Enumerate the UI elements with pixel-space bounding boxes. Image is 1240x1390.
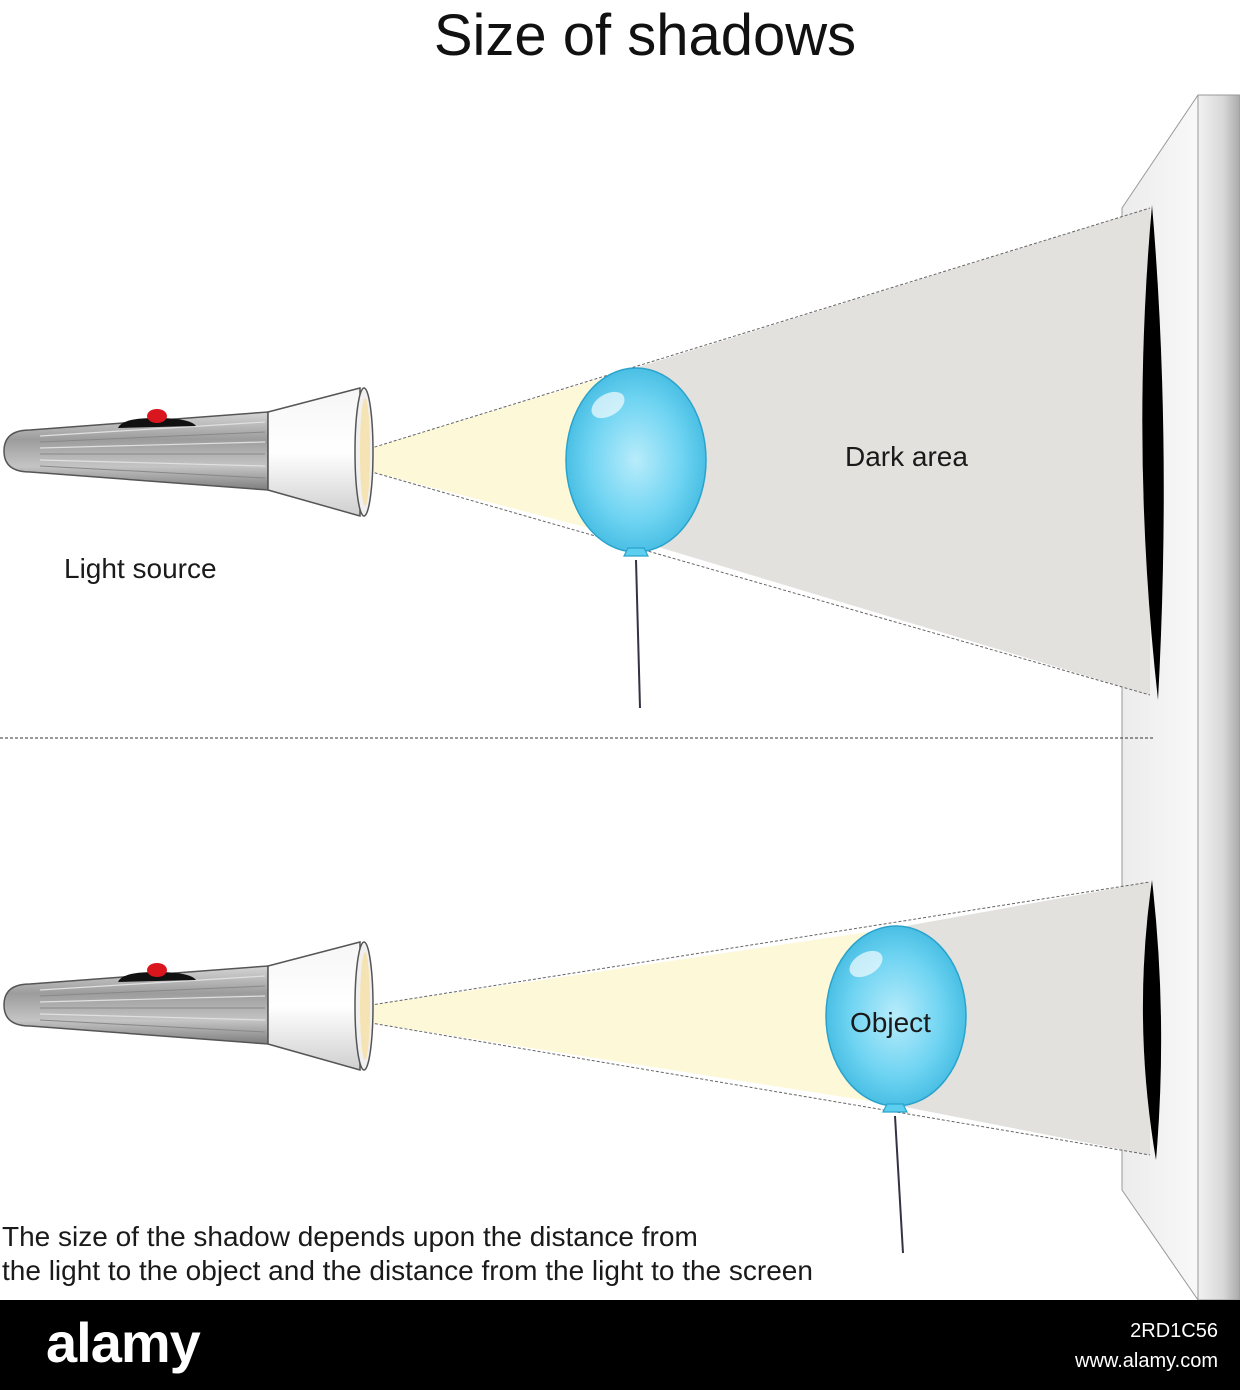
flashlight-icon-bottom: [3, 941, 374, 1071]
page-title: Size of shadows: [433, 3, 857, 68]
shadow-bottom: [1142, 880, 1162, 1160]
shadow-top: [1142, 205, 1164, 700]
image-id: 2RD1C56: [1130, 1320, 1218, 1342]
watermark-footer: alamy 2RD1C56 www.alamy.com: [0, 1300, 1240, 1390]
footer-url: www.alamy.com: [1075, 1350, 1218, 1372]
light-beam-bottom: [365, 928, 895, 1105]
dark-area-label: Dark area: [845, 441, 968, 472]
dark-area-bottom: [895, 882, 1150, 1155]
shadow-diagram: Light source Dark area Object: [0, 94, 1240, 1300]
object-label: Object: [850, 1007, 931, 1038]
caption: The size of the shadow depends upon the …: [2, 1220, 902, 1288]
light-source-label: Light source: [64, 553, 217, 584]
alamy-logo: alamy: [46, 1311, 201, 1374]
bottom-scene: Object: [3, 880, 1162, 1254]
balloon-icon-bottom: [825, 925, 967, 1254]
dark-area-top: [635, 208, 1150, 695]
light-beam-top: [365, 368, 635, 540]
top-scene: Light source Dark area: [3, 205, 1164, 709]
flashlight-icon: [3, 387, 374, 517]
caption-line-2: the light to the object and the distance…: [2, 1255, 813, 1286]
balloon-icon: [565, 367, 707, 709]
caption-line-1: The size of the shadow depends upon the …: [2, 1221, 698, 1252]
